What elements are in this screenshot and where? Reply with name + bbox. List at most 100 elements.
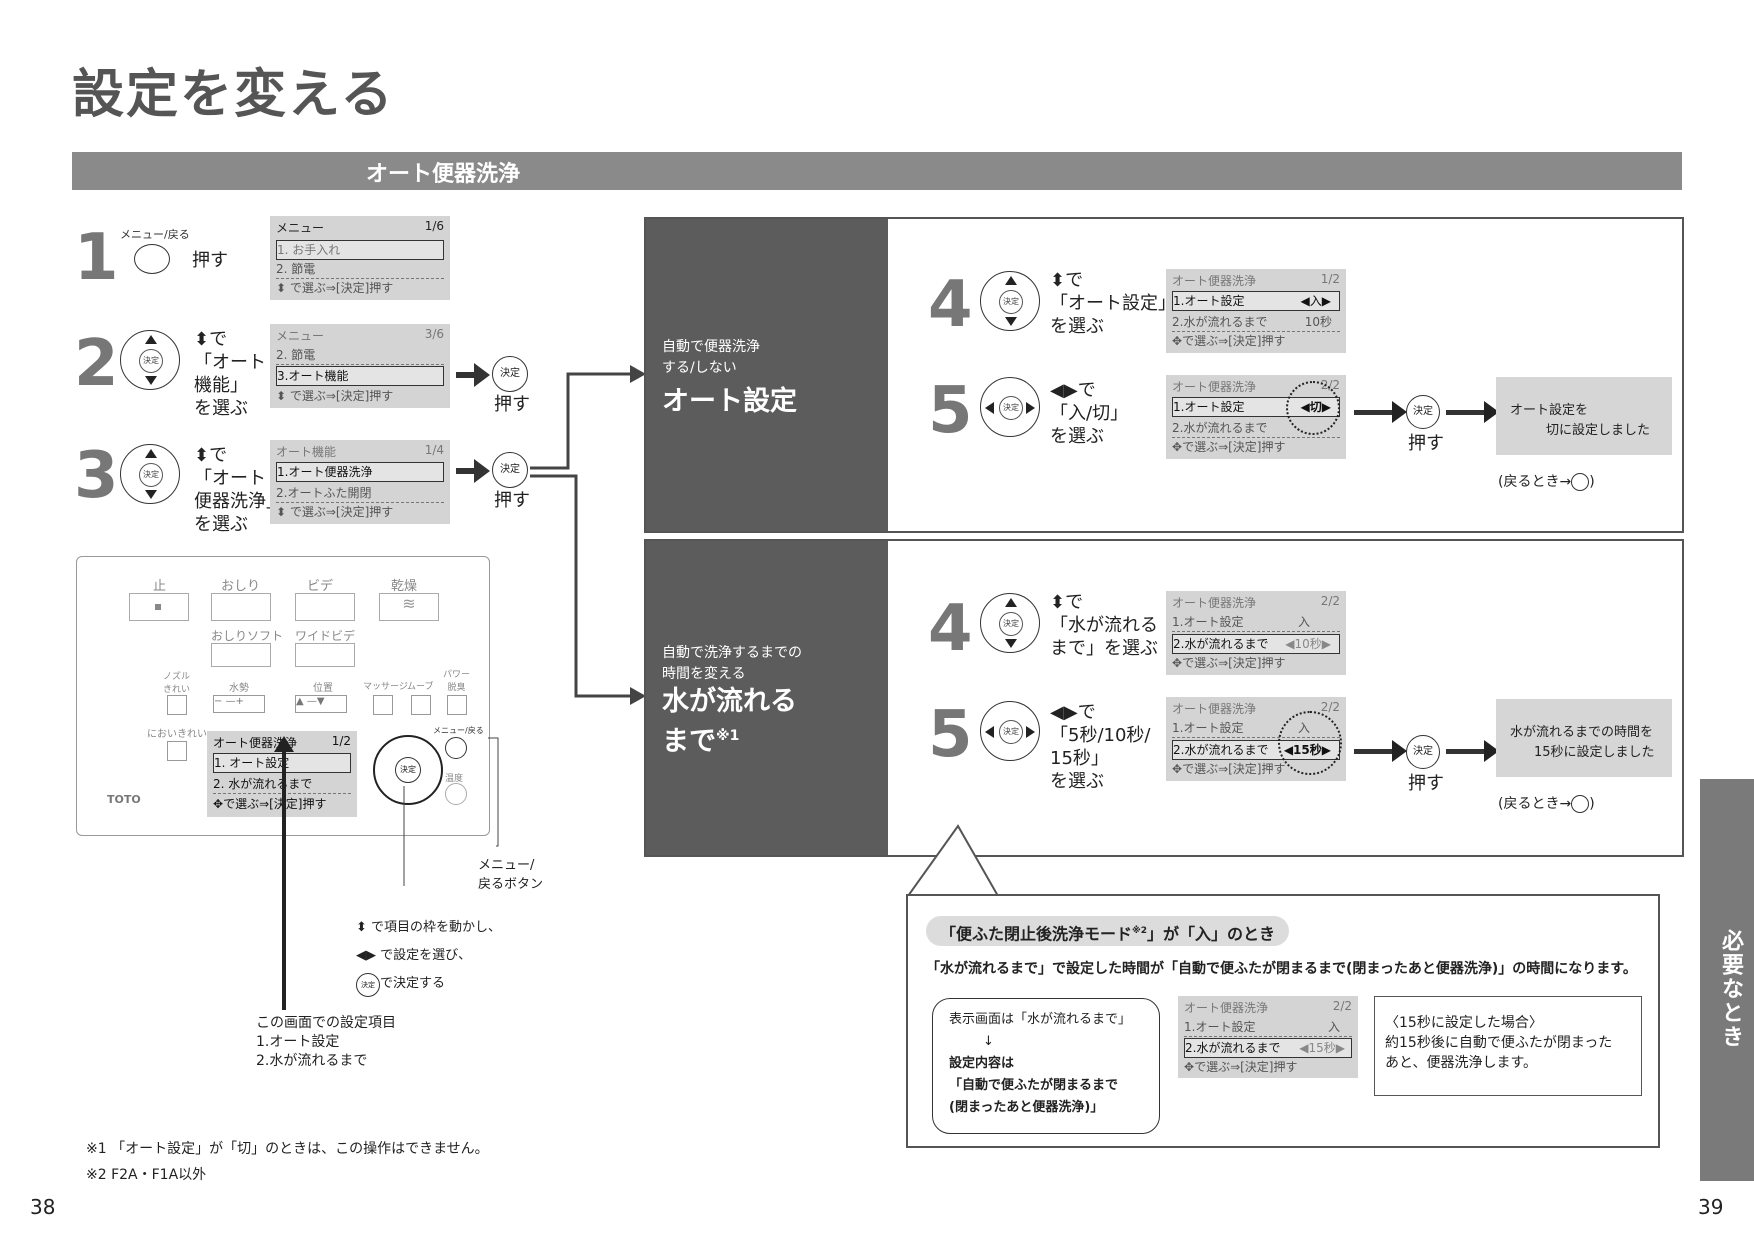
position-slider: ▲ —▼ — [295, 695, 347, 713]
remote-label: 温度 — [445, 774, 464, 784]
remote-label: メニュー/戻る — [433, 726, 484, 735]
callout-box: 「便ふた閉止後洗浄モード※2」が「入」のとき 「水が流れるまで」で設定した時間が… — [906, 894, 1660, 1148]
power-button — [447, 695, 467, 715]
brand-logo: TOTO — [107, 793, 141, 806]
back-hint: (戻るとき→) — [1498, 473, 1595, 491]
enter-button-icon: 決定 — [1406, 735, 1440, 769]
remote-label: においきれい — [147, 729, 207, 740]
side-tab: 必要なとき — [1700, 779, 1754, 1181]
enter-button-icon: 決定 — [492, 452, 528, 488]
arrow-head — [1484, 401, 1499, 423]
step3-desc: ⬍で「オート便器洗浄」を選ぶ — [194, 445, 284, 535]
remote-label: ビデ — [307, 579, 334, 594]
remote-label: 止 — [153, 579, 167, 594]
dpad-icon: 決定 — [980, 271, 1040, 331]
arrow-head — [1484, 740, 1499, 762]
lcd-step2: メニュー 3/6 2. 節電 3.オート機能 ⬍ で選ぶ⇒[決定]押す — [270, 324, 450, 408]
dpad-icon: 決定 — [980, 377, 1040, 437]
panel-heading: 自動で洗浄するまでの時間を変える 水が流れるまで※1 — [646, 541, 888, 855]
remote-label: 乾燥 — [391, 579, 418, 594]
page-number-right: 39 — [1698, 1195, 1724, 1219]
menu-back-callout: メニュー/戻るボタン — [478, 858, 544, 892]
menu-back-button-icon — [134, 244, 170, 274]
arrow — [1446, 749, 1486, 754]
callout-pointer — [907, 824, 999, 897]
section-title: オート便器洗浄 — [366, 162, 521, 187]
arrow-head — [1392, 740, 1407, 762]
step5-desc: ◀▶で「5秒/10秒/15秒」を選ぶ — [1050, 702, 1151, 792]
pressure-slider: − —+ — [213, 695, 265, 713]
arrow — [1354, 749, 1394, 754]
arrow-head — [1392, 401, 1407, 423]
menu-back-label: メニュー/戻る — [120, 228, 190, 241]
oshiri-button — [211, 593, 271, 621]
arrow — [1446, 410, 1486, 415]
step-number: 5 — [928, 698, 973, 772]
step2-desc: ⬍で「オート機能」を選ぶ — [194, 329, 266, 419]
nioi-button — [167, 741, 187, 761]
page-title: 設定を変える — [72, 65, 395, 125]
step-number: 5 — [928, 374, 973, 448]
remote-label: パワー 脱臭 — [443, 670, 471, 693]
panel-water-timing: 自動で洗浄するまでの時間を変える 水が流れるまで※1 4 決定 ⬍で「水が流れる… — [644, 539, 1684, 857]
lcd-step1: メニュー 1/6 1. お手入れ 2. 節電 ⬍ で選ぶ⇒[決定]押す — [270, 216, 450, 300]
back-hint: (戻るとき→) — [1498, 795, 1595, 813]
step-number: 4 — [928, 592, 973, 666]
panel-heading: 自動で便器洗浄する/しない オート設定 — [646, 219, 888, 531]
highlight-circle — [1278, 711, 1342, 775]
panel-auto-setting: 自動で便器洗浄する/しない オート設定 4 決定 ⬍で「オート設定」を選ぶ オー… — [644, 217, 1684, 533]
step-number: 2 — [74, 327, 119, 401]
dry-button: ≋ — [379, 593, 439, 621]
step2-action: 押す — [494, 394, 530, 415]
lcd-step3: オート機能 1/4 1.オート便器洗浄 2.オートふた開閉 ⬍ で選ぶ⇒[決定]… — [270, 440, 450, 524]
arrow — [456, 468, 476, 474]
menu-back-button — [445, 737, 467, 759]
arrow — [456, 372, 476, 378]
highlight-circle — [1286, 381, 1340, 435]
step-number: 1 — [74, 221, 119, 295]
step5-action: 押す — [1408, 773, 1444, 794]
footnotes: ※1 「オート設定」が「切」のときは、この操作はできません。※2 F2A・F1A… — [86, 1141, 489, 1183]
lcd-panel-b-step4: オート便器洗浄 2/2 1.オート設定入 2.水が流れるまで◀10秒▶ ✥で選ぶ… — [1166, 591, 1346, 675]
example-box: 〈15秒に設定した場合〉約15秒後に自動で便ふたが閉まったあと、便器洗浄します。 — [1374, 996, 1642, 1096]
result-box: 水が流れるまでの時間を 15秒に設定しました — [1496, 699, 1672, 777]
temp-button — [445, 783, 467, 805]
dpad-icon: 決定 — [120, 444, 180, 504]
speech-bubble: 表示画面は「水が流れるまで」↓設定内容は「自動で便ふたが閉まるまで(閉まったあと… — [932, 998, 1160, 1134]
stop-button — [129, 593, 189, 621]
lcd-header: メニュー — [276, 221, 325, 235]
remote-label: おしり — [221, 579, 261, 594]
dpad-icon: 決定 — [120, 330, 180, 390]
lcd-row: 1. お手入れ — [276, 240, 444, 260]
remote-label: 水勢 — [229, 683, 249, 694]
callout-heading: 「便ふた閉止後洗浄モード※2」が「入」のとき — [926, 916, 1290, 946]
arrow-head — [474, 459, 490, 483]
annotation-lines — [274, 736, 499, 1010]
lcd-page: 1/6 — [424, 219, 444, 233]
side-tab-label: 必要なとき — [1718, 929, 1743, 1049]
massage-button — [373, 695, 393, 715]
dpad-icon: 決定 — [980, 701, 1040, 761]
lcd-panel-a-step5: オート便器洗浄 2/2 1.オート設定◀切▶ 2.水が流れるまで ✥で選ぶ⇒[決… — [1166, 375, 1346, 459]
callout-text: 「水が流れるまで」で設定した時間が「自動で便ふたが閉まるまで(閉まったあと便器洗… — [926, 961, 1637, 977]
branch-connector — [530, 365, 646, 705]
remote-label: マッサージ — [363, 682, 408, 692]
move-button — [411, 695, 431, 715]
step-number: 3 — [74, 439, 119, 513]
button-legend: ⬍ で項目の枠を動かし、 ◀▶ で設定を選び、 決定で決定する — [356, 914, 501, 998]
wide-bidet-button — [295, 643, 355, 667]
result-box: オート設定を 切に設定しました — [1496, 377, 1672, 455]
remote-label: 位置 — [313, 683, 333, 694]
arrow-head — [474, 363, 490, 387]
enter-button-icon: 決定 — [1406, 395, 1440, 429]
step-number: 4 — [928, 268, 973, 342]
step4-desc: ⬍で「オート設定」を選ぶ — [1050, 270, 1176, 337]
step5-desc: ◀▶で「入/切」を選ぶ — [1050, 380, 1129, 447]
nozzle-button — [167, 695, 187, 715]
dpad-icon: 決定 — [980, 593, 1040, 653]
step5-action: 押す — [1408, 433, 1444, 454]
bidet-button — [295, 593, 355, 621]
callout-lcd: オート便器洗浄 2/2 1.オート設定入 2.水が流れるまで◀15秒▶ ✥で選ぶ… — [1178, 996, 1358, 1078]
remote-label: おしりソフト — [211, 629, 284, 643]
